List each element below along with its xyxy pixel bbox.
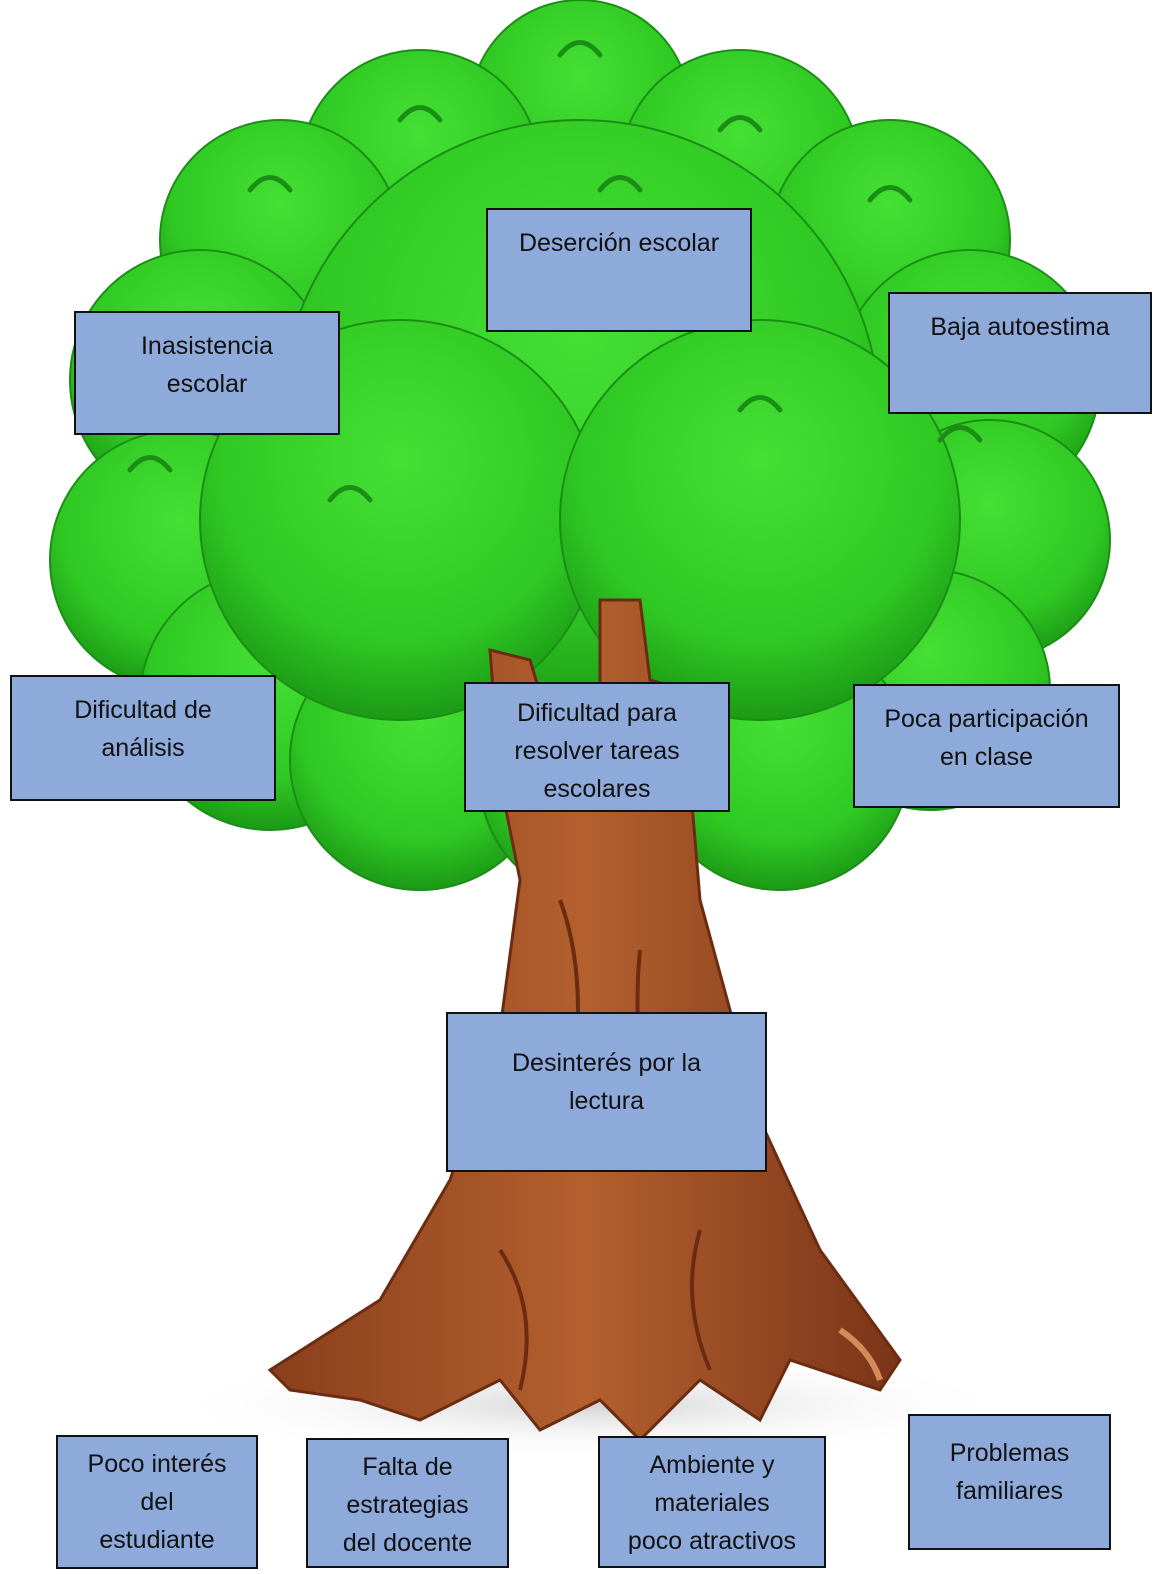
cause-poco-interes-estudiante: Poco interés del estudiante <box>56 1435 258 1569</box>
cause-problemas-familiares: Problemas familiares <box>908 1414 1111 1550</box>
cause-falta-estrategias: Falta de estrategias del docente <box>306 1438 509 1568</box>
problem-poca-participacion: Poca participación en clase <box>853 684 1120 808</box>
foliage-curls <box>127 40 983 503</box>
effect-desercion-escolar: Deserción escolar <box>486 208 752 332</box>
problem-dificultad-analisis: Dificultad de análisis <box>10 675 276 801</box>
central-desinteres-lectura: Desinterés por la lectura <box>446 1012 767 1172</box>
cause-ambiente-materiales: Ambiente y materiales poco atractivos <box>598 1436 826 1568</box>
effect-baja-autoestima: Baja autoestima <box>888 292 1152 414</box>
effect-inasistencia-escolar: Inasistencia escolar <box>74 311 340 435</box>
problem-dificultad-tareas: Dificultad para resolver tareas escolare… <box>464 682 730 812</box>
